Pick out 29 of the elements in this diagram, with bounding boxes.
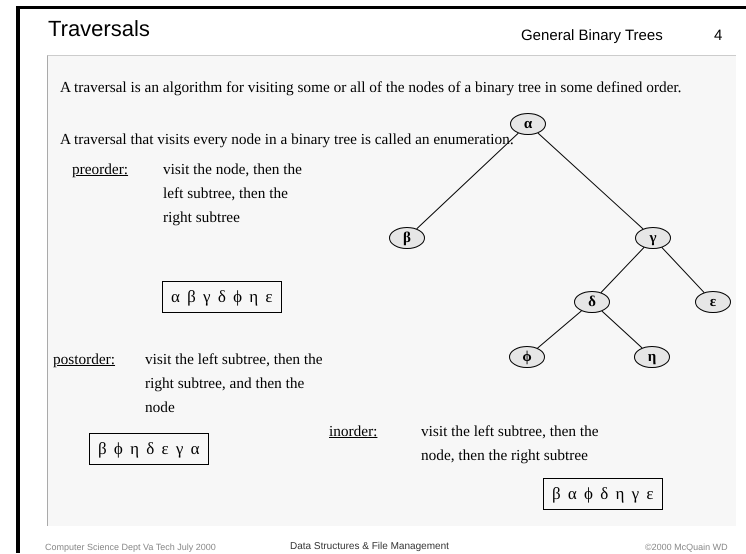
page-number: 4 (714, 27, 722, 44)
term-label: preorder: (72, 160, 128, 180)
description-text: visit the node, then the left subtree, then the right subtree (163, 160, 303, 228)
paragraph: A traversal is an algorithm for visiting some or all of the nodes of a binary tree in some defined order. (60, 78, 682, 98)
tree-node: η (634, 346, 670, 368)
sequence-box: β α ϕ δ η γ ε (543, 478, 663, 510)
term-label: postorder: (53, 350, 116, 370)
sequence-box: α β γ δ ϕ η ε (162, 281, 282, 313)
tree-node: γ (635, 227, 671, 249)
tree-edge (538, 132, 644, 230)
tree-node: ε (695, 291, 731, 313)
description-text: visit the left subtree, then the node, then the right subtree (421, 422, 600, 466)
tree-edge (601, 310, 643, 348)
footer-text: ©2000 McQuain WD (645, 542, 728, 552)
sequence-box: β ϕ η δ ε γ α (89, 433, 209, 465)
term-label: inorder: (329, 422, 378, 442)
tree-edge (416, 132, 519, 230)
slide-subtitle: General Binary Trees (521, 27, 663, 44)
footer-text: Computer Science Dept Va Tech July 2000 (45, 542, 216, 552)
tree-edge (661, 247, 705, 293)
slide-title: Traversals (48, 16, 150, 42)
tree-edge (600, 247, 644, 293)
tree-node: α (510, 113, 546, 135)
tree-node: δ (574, 291, 610, 313)
tree-node: β (389, 227, 425, 249)
description-text: visit the left subtree, then the right subtree, and then the node (145, 350, 324, 418)
tree-node: ϕ (509, 346, 545, 368)
tree-edge (537, 310, 582, 349)
footer-text: Data Structures & File Management (290, 541, 449, 552)
